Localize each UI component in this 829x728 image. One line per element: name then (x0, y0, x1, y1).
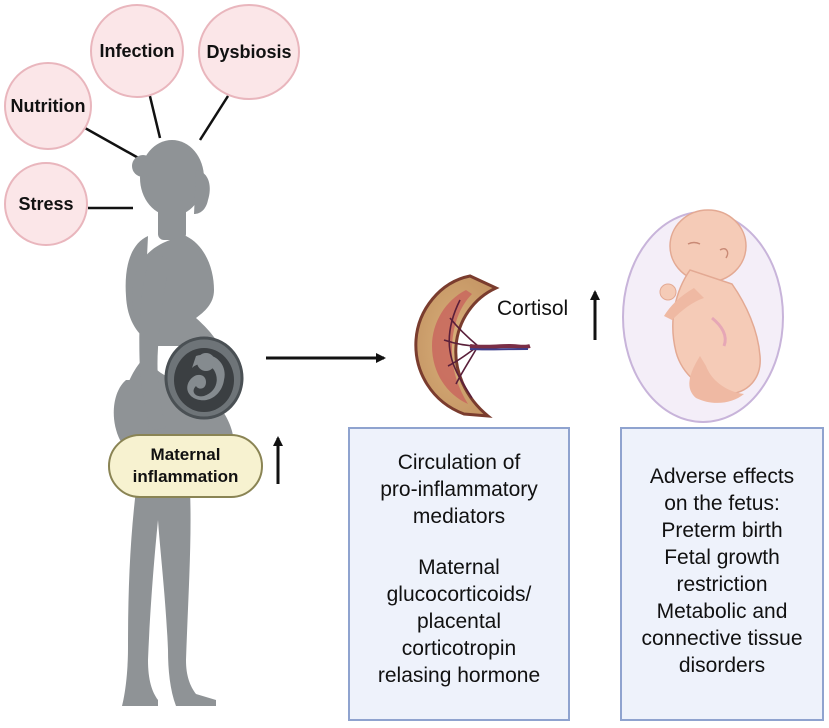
mediators-line7: corticotropin (401, 637, 517, 660)
effects-line4: Fetal growth (664, 546, 780, 569)
effects-line1: Adverse effects (649, 465, 795, 488)
maternal-inflammation-line1: Maternal (150, 445, 221, 464)
cortisol-label: Cortisol (497, 297, 569, 320)
effects-box: Adverse effects on the fetus: Preterm bi… (620, 427, 824, 721)
effects-line5: restriction (676, 573, 768, 596)
effects-line7: connective tissue (641, 627, 803, 650)
effects-line6: Metabolic and (656, 600, 788, 623)
mediators-line6: placental (416, 610, 502, 633)
mediators-line1: Circulation of (397, 451, 521, 474)
nutrition-connector (84, 126, 143, 162)
maternal-inflammation-label: Maternal inflammation (108, 434, 263, 498)
factor-connectors (84, 87, 230, 210)
infection-factor: Infection (90, 4, 184, 98)
woman-silhouette-icon (113, 140, 235, 706)
infection-connector (146, 87, 162, 139)
dysbiosis-factor: Dysbiosis (198, 4, 300, 100)
mediators-line5: glucocorticoids/ (386, 583, 532, 606)
placenta-icon (414, 274, 531, 418)
mediators-line4: Maternal (418, 556, 500, 579)
effects-line8: disorders (678, 654, 766, 677)
dysbiosis-connector (198, 95, 230, 141)
stress-factor: Stress (4, 162, 88, 246)
fetus-in-womb-icon (164, 336, 244, 420)
mediators-line2: pro-inflammatory (380, 478, 538, 501)
effects-line2: on the fetus: (664, 492, 780, 515)
nutrition-factor: Nutrition (4, 62, 92, 150)
mediators-line8: relasing hormone (377, 664, 541, 687)
mediators-box: Circulation of pro-inflammatory mediator… (348, 427, 570, 721)
maternal-inflammation-line2: inflammation (132, 467, 239, 486)
mediators-line3: mediators (412, 505, 506, 528)
effects-line3: Preterm birth (661, 519, 783, 542)
fetus-icon (622, 209, 784, 423)
